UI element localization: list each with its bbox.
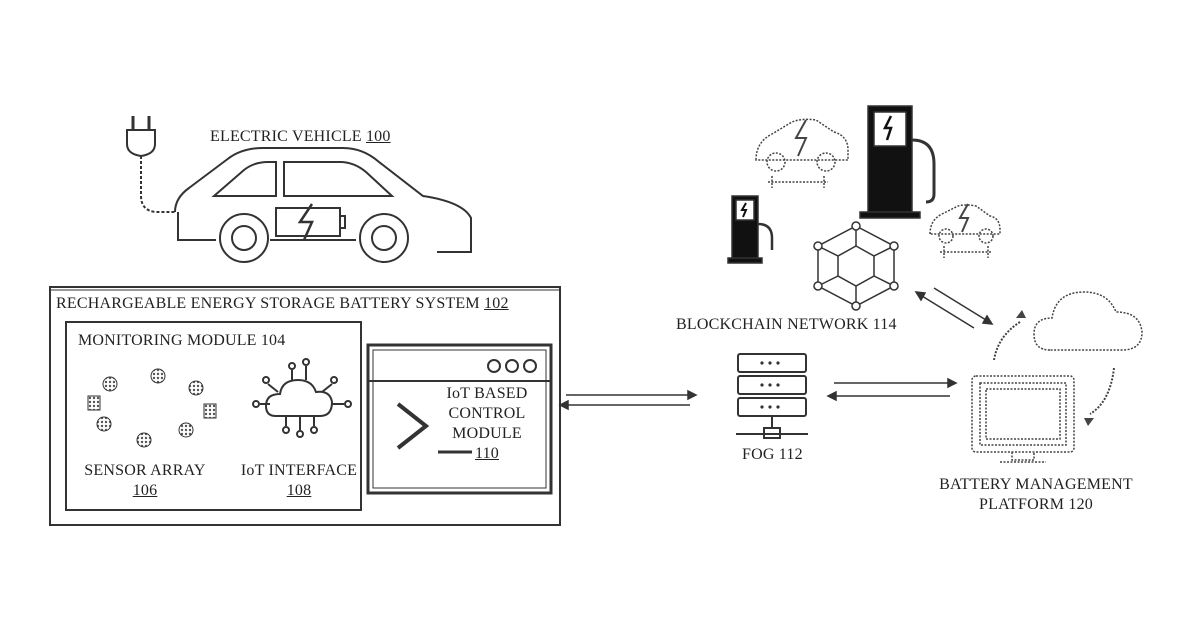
control-line2: CONTROL — [432, 404, 542, 424]
control-line3: MODULE — [432, 424, 542, 444]
bmp-monitor-icon — [972, 376, 1074, 462]
bmp-line2: PLATFORM 120 — [926, 495, 1146, 515]
bmp-label: BATTERY MANAGEMENT PLATFORM 120 — [926, 475, 1146, 515]
ress-title-text: RECHARGEABLE ENERGY STORAGE BATTERY SYST… — [56, 295, 480, 312]
fog-bmp-arrows — [828, 379, 956, 400]
sync-arrows-icon — [994, 322, 1114, 414]
control-line1: IoT BASED — [432, 384, 542, 404]
control-ref: 110 — [432, 444, 542, 464]
monitoring-title: MONITORING MODULE 104 — [78, 331, 285, 351]
bmp-line1: BATTERY MANAGEMENT — [926, 475, 1146, 495]
sensor-array-ref: 106 — [80, 481, 210, 501]
ev-title-text: ELECTRIC VEHICLE — [210, 128, 362, 145]
blockchain-cube-icon — [814, 222, 898, 310]
ev-charging-station-icon — [860, 106, 934, 218]
fog-server-icon — [736, 354, 808, 438]
control-module-label: IoT BASED CONTROL MODULE 110 — [432, 384, 542, 464]
iot-interface-label: IoT INTERFACE 108 — [234, 461, 364, 501]
sensor-array-text: SENSOR ARRAY — [80, 461, 210, 481]
iot-interface-icon — [253, 359, 351, 437]
sensor-array-label: SENSOR ARRAY 106 — [80, 461, 210, 501]
ress-title: RECHARGEABLE ENERGY STORAGE BATTERY SYST… — [56, 294, 509, 314]
sensor-array-icon — [88, 369, 216, 447]
small-charging-station-icon — [728, 196, 772, 263]
ress-ref: 102 — [484, 295, 509, 312]
blockchain-bmp-arrows — [916, 288, 992, 328]
ev-service-icon — [756, 119, 848, 188]
ev-service-small-icon — [930, 204, 1000, 258]
iot-interface-ref: 108 — [234, 481, 364, 501]
ev-ref: 100 — [366, 128, 391, 145]
ev-title: ELECTRIC VEHICLE 100 — [210, 127, 391, 147]
fog-title: FOG 112 — [742, 445, 803, 465]
blockchain-title: BLOCKCHAIN NETWORK 114 — [676, 315, 897, 335]
ress-fog-arrows — [560, 391, 696, 409]
cloud-icon — [1034, 292, 1142, 350]
iot-interface-text: IoT INTERFACE — [234, 461, 364, 481]
